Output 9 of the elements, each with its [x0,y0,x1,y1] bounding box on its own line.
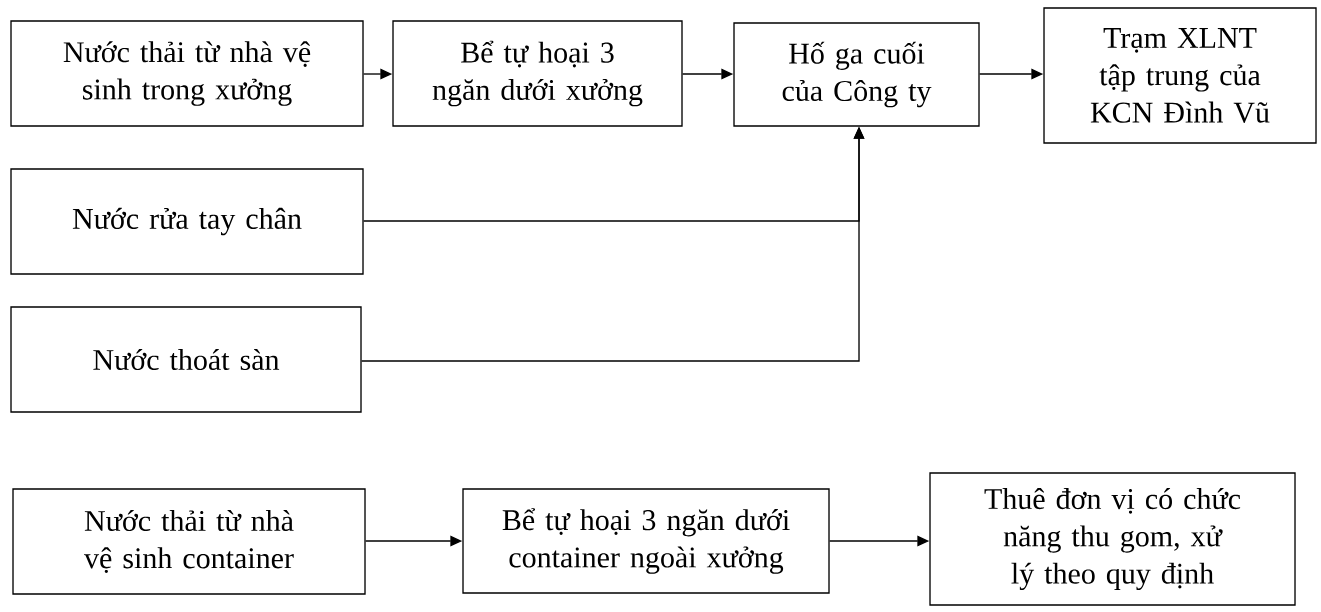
process-box: Trạm XLNT tập trung của KCN Đình Vũ [1043,7,1317,144]
process-box: Thuê đơn vị có chức năng thu gom, xử lý theo quy định [929,472,1296,606]
process-box: Bể tự hoại 3 ngăn dưới container ngoài xưởng [462,488,830,594]
process-box: Hố ga cuối của Công ty [733,22,980,127]
process-box: Nước thải từ nhà vệ sinh trong xưởng [10,20,364,127]
process-box: Nước thải từ nhà vệ sinh container [12,488,366,595]
process-box: Nước rửa tay chân [10,168,364,275]
process-box: Nước thoát sàn [10,306,362,413]
process-box: Bể tự hoại 3 ngăn dưới xưởng [392,20,683,127]
